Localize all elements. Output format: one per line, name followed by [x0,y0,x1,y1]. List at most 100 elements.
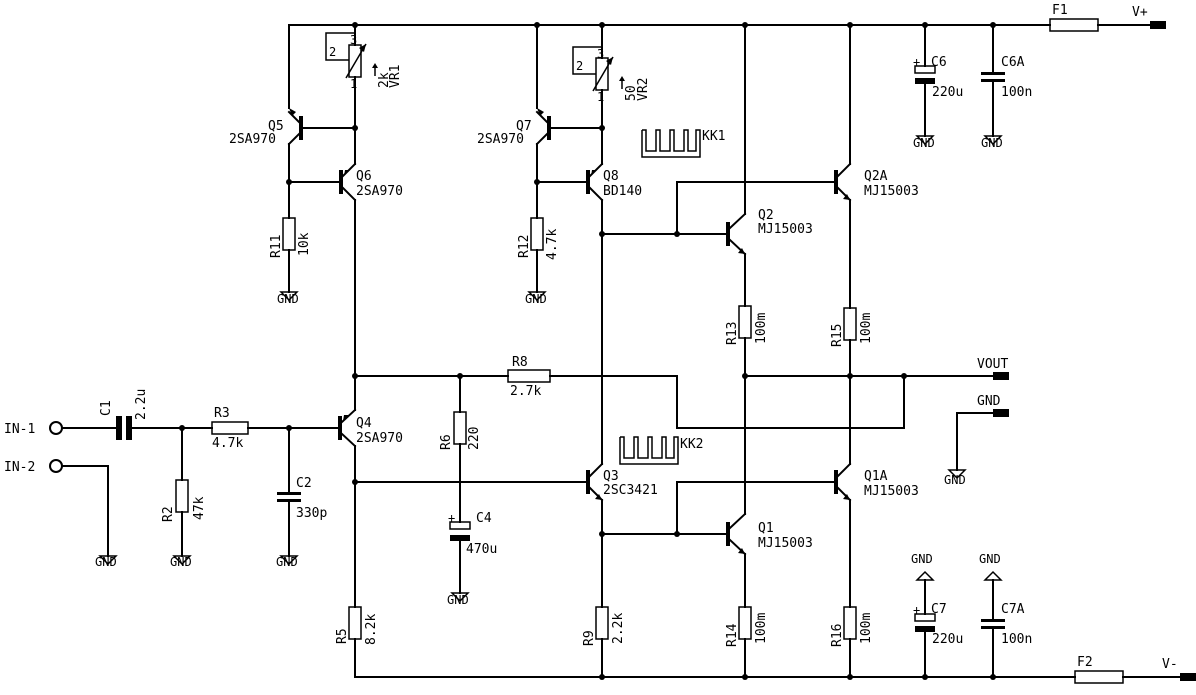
pot-vr2: 3 2 1 50 VR2 [572,24,651,129]
q7-ref: Q7 [516,119,532,134]
positive-rail [288,21,1166,29]
capacitor-c7a: GND C7A 100n [979,552,1032,678]
q6-part: 2SA970 [356,184,403,199]
c4-ref: C4 [476,511,492,526]
gnd-label: GND [447,593,469,607]
c7-ref: C7 [931,602,947,617]
resistor-r5: R5 8.2k [335,606,379,678]
resistor-r6: R6 220 [439,375,482,523]
r13-ref: R13 [725,322,740,345]
q1a-ref: Q1A [864,469,888,484]
q2a-part: MJ15003 [864,184,919,199]
r9-value: 2.2k [611,613,626,644]
r6-ref: R6 [439,434,454,450]
c4-value: 470u [466,542,497,557]
capacitor-c6a: GND C6A 100n [981,24,1032,150]
q3-part: 2SC3421 [603,483,658,498]
c6-polarity: + [913,55,920,69]
vr1-ref: VR1 [388,65,403,88]
capacitor-c6: GND + C6 220u [913,24,963,150]
q5-ref: Q5 [268,119,284,134]
r12-value: 4.7k [545,229,560,260]
fuse-f2-label: F2 [1077,655,1093,670]
c7a-value: 100n [1001,632,1032,647]
heatsink-kk2: KK2 [619,436,703,465]
q3-ref: Q3 [603,469,619,484]
fuse-f1-label: F1 [1052,3,1068,18]
resistor-r8: R8 2.7k [354,355,905,429]
q1-ref: Q1 [758,521,774,536]
gnd-label: GND [95,555,117,569]
capacitor-c2: GND C2 330p [276,427,327,569]
q6-ref: Q6 [356,169,372,184]
q4-ref: Q4 [356,416,372,431]
gnd-label: GND [277,292,299,306]
resistor-r12: GND R12 4.7k [517,181,560,306]
resistor-r9: R9 2.2k [582,606,626,678]
r9-ref: R9 [582,630,597,646]
gnd-label: GND [525,292,547,306]
r11-ref: R11 [269,235,284,258]
c6-ref: C6 [931,55,947,70]
r15-value: 100m [859,313,874,344]
gnd-label: GND [944,473,966,487]
gnd-label: GND [276,555,298,569]
r6-value: 220 [467,427,482,450]
gnd-label: GND [170,555,192,569]
transistor-q2: Q2 MJ15003 [601,24,813,307]
r8-ref: R8 [512,355,528,370]
q1a-part: MJ15003 [864,484,919,499]
capacitor-c4: GND + C4 470u [447,511,497,607]
q2a-ref: Q2A [864,169,888,184]
c2-value: 330p [296,506,327,521]
q5-part: 2SA970 [229,132,276,147]
q8-ref: Q8 [603,169,619,184]
transistor-q6: Q6 2SA970 [288,127,403,411]
input-in1: IN-1 [4,421,117,437]
transistor-q1: Q1 MJ15003 [601,375,813,608]
transistor-q7: Q7 2SA970 [477,24,603,183]
transistor-q8: Q8 BD140 [536,127,642,465]
junction-dots [179,22,996,680]
c6-value: 220u [932,85,963,100]
transistor-q5: Q5 2SA970 [229,24,356,183]
r2-value: 47k [192,496,207,520]
in2-label: IN-2 [4,460,35,475]
r3-ref: R3 [214,406,230,421]
pot-vr1: 3 2 1 2k VR1 [325,24,403,129]
fuse-f2: F2 [1074,655,1124,684]
r5-value: 8.2k [364,614,379,645]
r12-ref: R12 [517,235,532,258]
q2-ref: Q2 [758,208,774,223]
heatsink-kk1: KK1 [641,129,725,158]
r14-value: 100m [754,613,769,644]
gnd-label: GND [981,136,1003,150]
vr1-pin1: 1 [350,77,357,91]
transistor-q1a: Q1A MJ15003 [676,375,919,608]
c1-ref: C1 [99,400,114,416]
c1-value: 2.2u [134,389,149,420]
r14-ref: R14 [725,623,740,647]
vr1-pin2: 2 [329,45,336,59]
capacitor-c1: C1 2.2u [99,389,213,440]
q7-part: 2SA970 [477,132,524,147]
vr1-value: 2k [377,72,392,88]
resistor-r14: R14 100m [725,606,769,678]
vr2-pin1: 1 [597,90,604,104]
c7a-ref: C7A [1001,602,1025,617]
output-vout: VOUT [744,357,1009,380]
r16-ref: R16 [830,624,845,647]
kk2-label: KK2 [680,437,703,452]
resistor-r13: R13 100m [725,305,769,377]
r5-ref: R5 [335,628,350,644]
vr1-pin3: 3 [350,33,357,47]
c7-value: 220u [932,632,963,647]
r16-value: 100m [859,613,874,644]
vr2-pin3: 3 [597,47,604,61]
q4-part: 2SA970 [356,431,403,446]
c6a-value: 100n [1001,85,1032,100]
resistor-r11: GND R11 10k [269,181,312,306]
vr2-pin2: 2 [576,59,583,73]
input-in2: IN-2 GND [4,459,117,569]
